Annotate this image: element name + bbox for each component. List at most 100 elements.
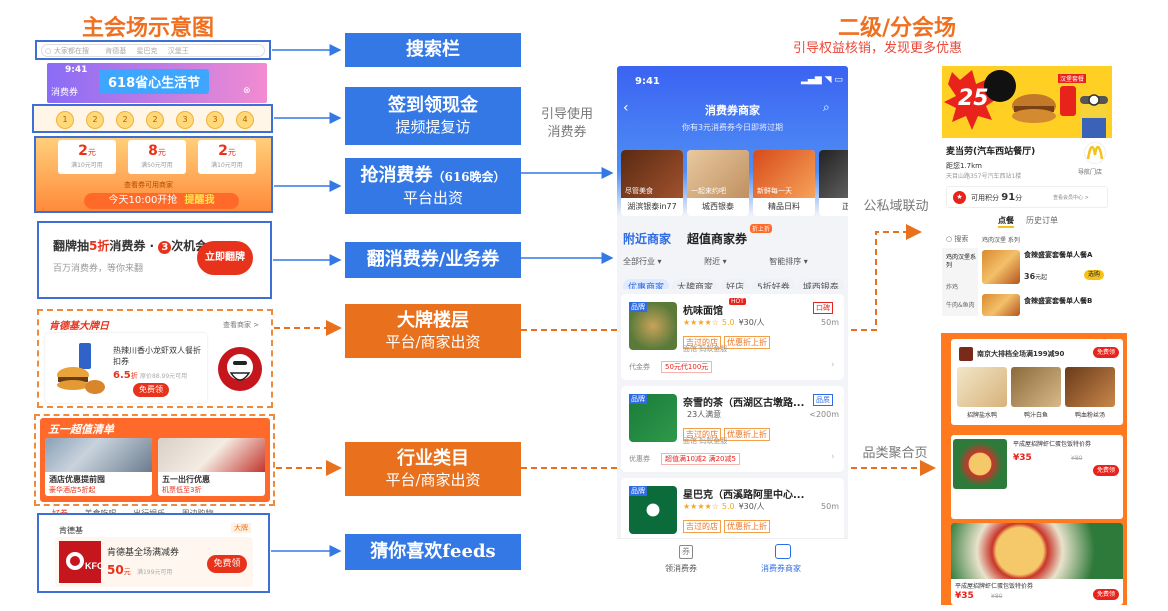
tab-history[interactable]: 历史订单 — [1026, 216, 1058, 225]
shop-badge: 品质 — [813, 394, 833, 406]
note-guide: 引导使用 消费券 — [540, 107, 593, 140]
filter-industry[interactable]: 全部行业 — [623, 257, 655, 266]
chip-row: 优惠商家大牌商家好店5折好券城西银泰上 — [623, 275, 848, 289]
category-strip: 尽管美食湖滨银泰in77一起来约吧城西银泰新鲜每一天精品日料正宗 — [621, 150, 848, 216]
shop-tags: 吉过的店优惠折上折 — [683, 330, 773, 349]
hotel-card[interactable]: 酒店优惠提前囤 豪华酒店5折起 — [45, 438, 152, 496]
search-icon[interactable]: ⌕ — [823, 100, 830, 114]
back-icon[interactable]: ‹ — [623, 100, 629, 116]
filter-sort[interactable]: 智能排序 — [769, 257, 802, 266]
category-card[interactable]: 尽管美食湖滨银泰in77 — [621, 150, 683, 216]
flip-button[interactable]: 立即翻牌 — [197, 241, 253, 275]
coupon-nav-icon[interactable]: 券 — [679, 545, 693, 559]
menu-side-item[interactable]: 炸鸡 — [946, 284, 959, 291]
phone-title: 消费券商家 — [705, 104, 760, 117]
menu-side-item[interactable]: 牛肉&鱼肉 — [946, 302, 975, 309]
checkin-day-coin[interactable]: 3 — [206, 111, 224, 129]
top-card-claim-button[interactable]: 免费领 — [1093, 347, 1119, 358]
promo-big-number: 25 — [958, 86, 989, 111]
dish-thumb[interactable]: 鸭汁白鱼 — [1011, 367, 1061, 423]
brand-price: 6.5折 原价88.99元可用 — [113, 370, 188, 381]
filter-chip[interactable]: 城西银泰 — [797, 279, 844, 289]
coupon-ticket[interactable]: 2元满10元可用 — [58, 140, 116, 174]
coupon-more-link[interactable]: 查看券可用商家 — [124, 181, 173, 189]
close-icon[interactable]: ⊗ — [243, 86, 251, 96]
feed-claim-button[interactable]: 免费领 — [207, 555, 247, 573]
tab-order[interactable]: 点餐 — [998, 215, 1014, 228]
filter-chip[interactable]: 优惠商家 — [623, 279, 670, 289]
checkin-day-coin[interactable]: 4 — [236, 111, 254, 129]
menu-side-item[interactable]: 鸡肉汉堡系列 — [946, 254, 977, 269]
menu-item-price: 36元起 — [1024, 272, 1048, 281]
brand-claim-button[interactable]: 免费领 — [133, 383, 169, 397]
shop-tags: 吉过的店优惠折上折 — [683, 422, 773, 441]
nav-claim-coupons[interactable]: 领消费券 — [665, 564, 697, 573]
remind-button[interactable]: 提醒我 — [184, 195, 215, 206]
main-venue-header: 9:41 618省心生活节 消费券 ⊗ — [47, 63, 267, 103]
category-tag: 一起来约吧 — [691, 187, 726, 195]
select-button[interactable]: 选购 — [1084, 270, 1104, 280]
shop-badge: 口碑 — [813, 302, 833, 314]
app-title: 消费券 — [51, 88, 79, 98]
merchant-nav-icon[interactable] — [775, 544, 791, 559]
tab-nearby[interactable]: 附近商家 — [623, 232, 672, 246]
shop-tag: 优惠折上折 — [724, 428, 770, 441]
travel-sub: 机票低至3折 — [162, 486, 202, 494]
merchant-phone: 9:41 ▂▄▆ ◥ ▭ ‹ 消费券商家 ⌕ 你有3元消费券今日即将过期 尽管美… — [617, 66, 848, 579]
filter-chip[interactable]: 上 — [846, 279, 848, 289]
category-card[interactable]: 新鲜每一天精品日料 — [753, 150, 815, 216]
label-feeds: 猜你喜欢feeds — [345, 534, 521, 570]
phone-status-time: 9:41 — [635, 76, 660, 87]
dish-name: 招牌盐水鸭 — [966, 412, 997, 419]
menu-search[interactable]: ○ 搜索 — [946, 235, 969, 243]
coupon-condition: 满50元可用 — [141, 162, 173, 169]
dish-image — [1065, 367, 1115, 407]
checkin-day-coin[interactable]: 2 — [116, 111, 134, 129]
filter-chip[interactable]: 5折好券 — [752, 279, 795, 289]
category-image — [753, 150, 815, 198]
dish-image — [957, 367, 1007, 407]
category-header: 五一超值清单 — [48, 423, 114, 436]
coupon-ticket[interactable]: 2元满10元可用 — [198, 140, 256, 174]
category-page-top-card: 南京大排档全场满199减90 免费领 招牌盐水鸭鸭汁白鱼鸭血粉丝汤 — [951, 339, 1123, 425]
checkin-day-coin[interactable]: 2 — [86, 111, 104, 129]
category-card[interactable]: 一起来约吧城西银泰 — [687, 150, 749, 216]
checkin-day-coin[interactable]: 1 — [56, 111, 74, 129]
coupon-label: 代金券 — [629, 363, 650, 371]
category-card[interactable]: 正宗 — [819, 150, 848, 216]
coupon-ticket[interactable]: 8元满50元可用 — [128, 140, 186, 174]
checkin-day-coin[interactable]: 2 — [146, 111, 164, 129]
deal-claim-button[interactable]: 免费领 — [1093, 465, 1119, 476]
travel-title: 五一出行优惠 — [162, 475, 210, 484]
filter-nearby[interactable]: 附近 — [704, 257, 721, 266]
checkin-day-coin[interactable]: 3 — [176, 111, 194, 129]
brand-more-link[interactable]: 查看商家 > — [223, 321, 260, 329]
filter-chip[interactable]: 好店 — [721, 279, 750, 289]
travel-image — [158, 438, 265, 472]
filter-chip[interactable]: 大牌商家 — [672, 279, 719, 289]
mcd-logo — [1084, 142, 1106, 164]
dish-thumb[interactable]: 鸭血粉丝汤 — [1065, 367, 1115, 423]
navigate-button[interactable]: 导航门店 — [1078, 169, 1103, 176]
kfc-logo — [213, 337, 267, 401]
travel-card[interactable]: 五一出行优惠 机票低至3折 — [158, 438, 265, 496]
bottom-nav: 券 领消费券 消费券商家 — [617, 538, 848, 579]
chevron-right-icon[interactable]: › — [831, 452, 835, 462]
category-frame: 五一超值清单 酒店优惠提前囤 豪华酒店5折起 五一出行优惠 机票低至3折 — [34, 414, 275, 506]
chevron-right-icon[interactable]: › — [831, 360, 835, 370]
deal-claim-button[interactable]: 免费领 — [1093, 589, 1119, 600]
dish-thumb[interactable]: 招牌盐水鸭 — [957, 367, 1007, 423]
nav-merchants[interactable]: 消费券商家 — [761, 564, 801, 573]
search-input[interactable]: ○ 大家都在搜 肯德基 星巴克 汉堡王 — [41, 44, 265, 57]
tab-value-coupons[interactable]: 超值商家券 — [687, 232, 748, 246]
shop-name: 奈雪的茶（西湖区古墩路... — [683, 398, 805, 409]
member-center-link[interactable]: 查看会员中心 > — [1053, 195, 1089, 201]
feed-title: 肯德基全场满减券 — [107, 548, 180, 558]
